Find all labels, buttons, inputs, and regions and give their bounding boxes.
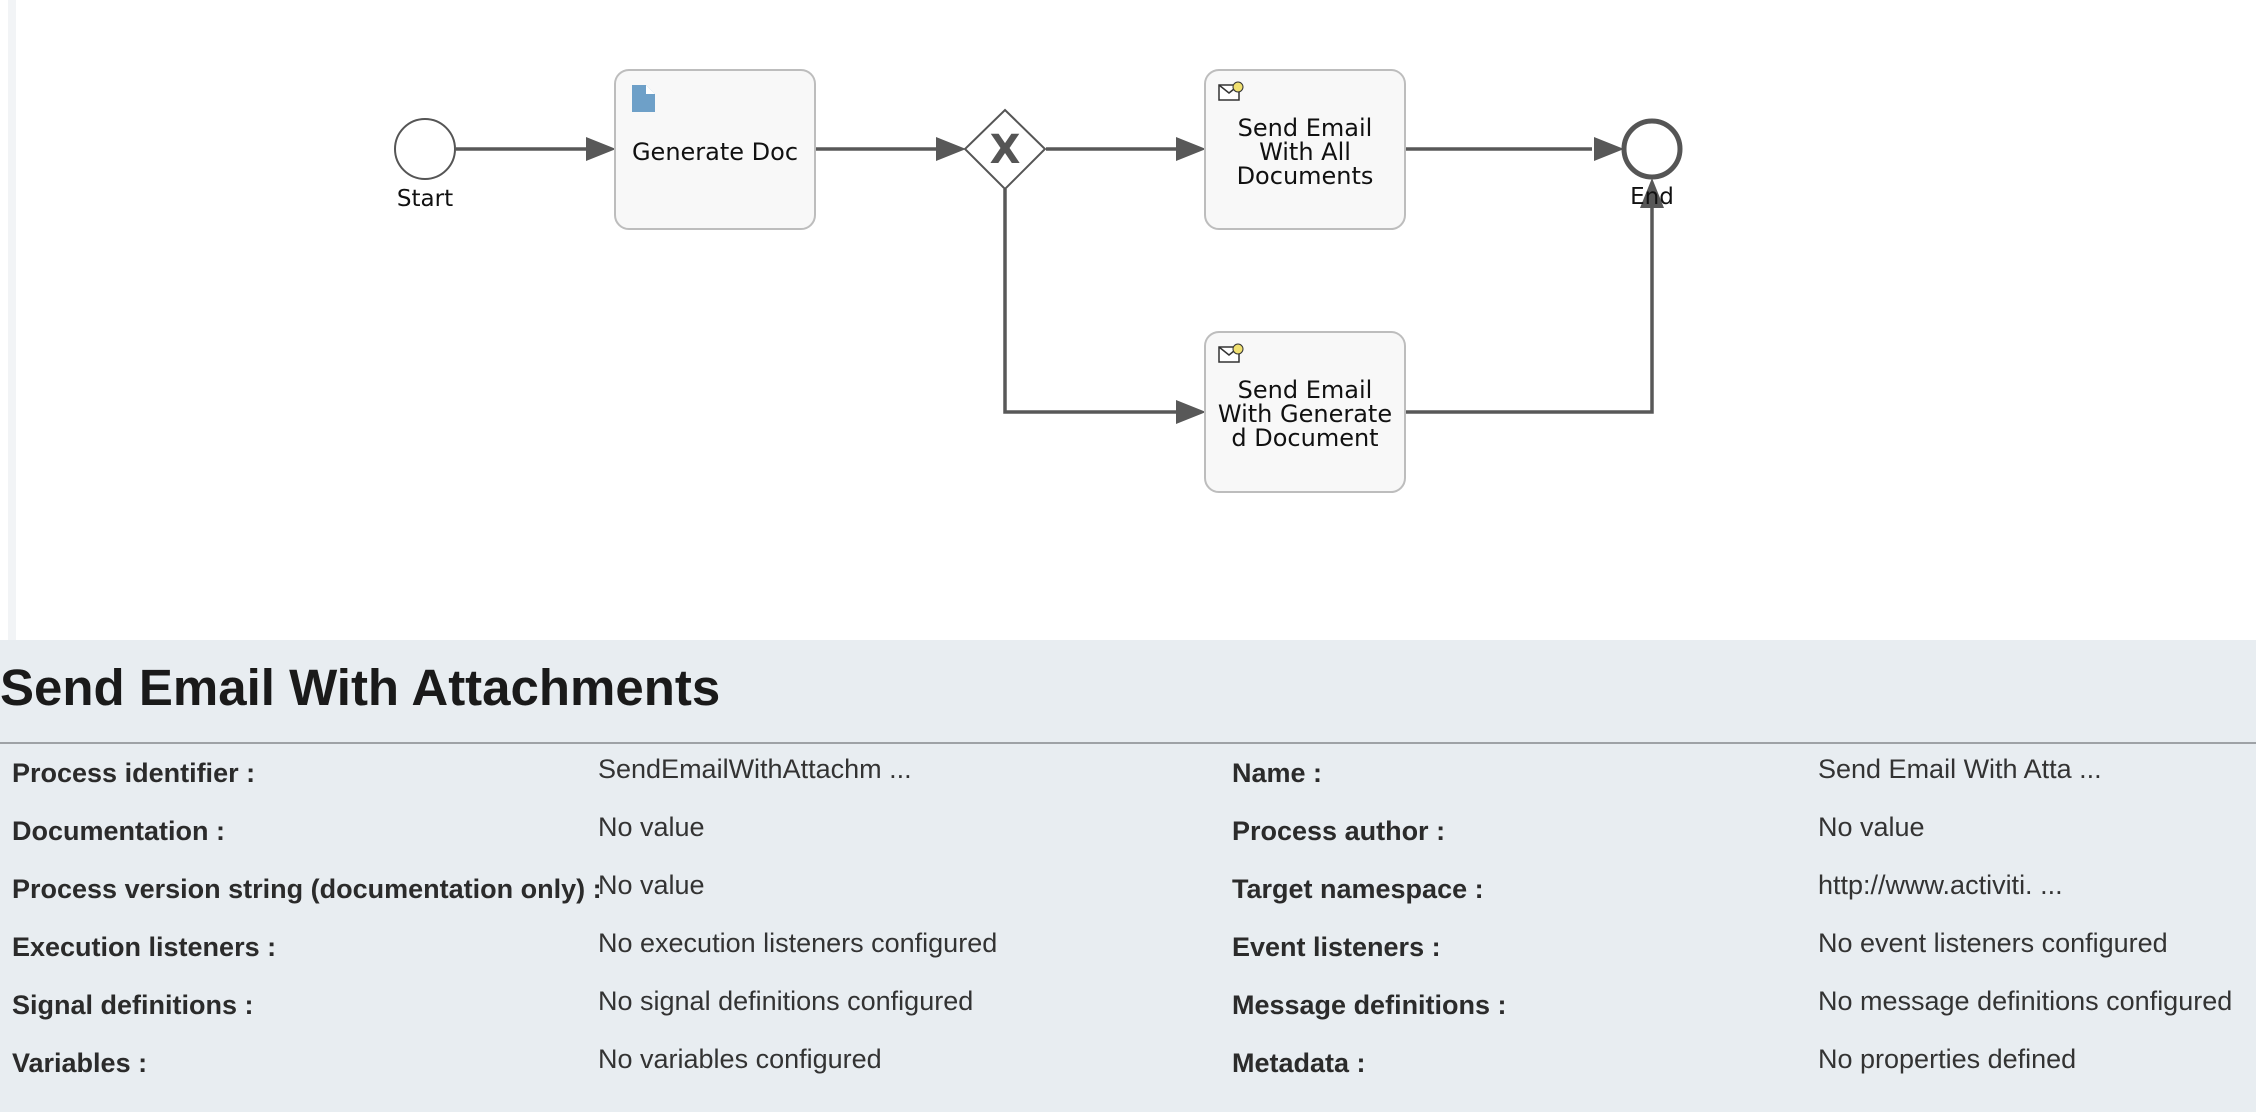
prop-value-metadata[interactable]: No properties defined bbox=[1818, 1044, 2077, 1074]
task-generate-doc[interactable]: Generate Doc bbox=[614, 69, 816, 230]
task-send-email-generated-document[interactable]: Send Email With Generate d Document bbox=[1204, 331, 1406, 493]
prop-value-target-namespace[interactable]: http://www.activiti. ... bbox=[1818, 870, 2063, 900]
flow-send-generated-to-end[interactable] bbox=[1405, 208, 1654, 414]
prop-value-process-version[interactable]: No value bbox=[598, 870, 705, 900]
exclusive-gateway[interactable]: X bbox=[963, 108, 1047, 191]
prop-label-metadata: Metadata : bbox=[1232, 1048, 1366, 1078]
process-diagram: Start Generate Doc X Send Email Wi bbox=[394, 69, 1683, 493]
task-generate-doc-label: Generate Doc bbox=[632, 138, 798, 166]
canvas-edge bbox=[8, 0, 16, 640]
arrowhead-end-top bbox=[1594, 137, 1624, 161]
arrowhead-send-generated bbox=[1176, 400, 1206, 424]
prop-value-event-listeners[interactable]: No event listeners configured bbox=[1818, 928, 2168, 958]
prop-label-process-identifier: Process identifier : bbox=[12, 758, 256, 788]
mail-task-icon bbox=[1218, 343, 1244, 363]
arrowhead-gateway bbox=[936, 137, 966, 161]
prop-value-name[interactable]: Send Email With Atta ... bbox=[1818, 754, 2102, 784]
prop-label-process-author: Process author : bbox=[1232, 816, 1446, 846]
prop-value-execution-listeners[interactable]: No execution listeners configured bbox=[598, 928, 998, 958]
prop-label-variables: Variables : bbox=[12, 1048, 148, 1078]
flow-arrowheads bbox=[586, 137, 1664, 424]
prop-label-signal-definitions: Signal definitions : bbox=[12, 990, 254, 1020]
task-send-email-all-documents[interactable]: Send Email With All Documents bbox=[1204, 69, 1406, 230]
sequence-flows bbox=[456, 147, 1654, 414]
prop-value-process-identifier[interactable]: SendEmailWithAttachm ... bbox=[598, 754, 912, 784]
start-event[interactable]: Start bbox=[394, 118, 456, 212]
task-send-generated-line-3: d Document bbox=[1231, 424, 1378, 452]
prop-value-documentation[interactable]: No value bbox=[598, 812, 705, 842]
document-icon bbox=[632, 85, 655, 112]
panel-divider bbox=[0, 742, 2256, 744]
process-canvas[interactable]: Start Generate Doc X Send Email Wi bbox=[8, 0, 2256, 640]
prop-value-signal-definitions[interactable]: No signal definitions configured bbox=[598, 986, 974, 1016]
prop-value-variables[interactable]: No variables configured bbox=[598, 1044, 882, 1074]
prop-value-message-definitions[interactable]: No message definitions configured bbox=[1818, 986, 2233, 1016]
arrowhead-generate bbox=[586, 137, 616, 161]
mail-task-icon bbox=[1218, 81, 1244, 101]
task-send-all-line-2: With All bbox=[1259, 138, 1351, 166]
end-label: End bbox=[1630, 184, 1674, 210]
arrowhead-send-all bbox=[1176, 137, 1206, 161]
prop-label-event-listeners: Event listeners : bbox=[1232, 932, 1441, 962]
prop-label-execution-listeners: Execution listeners : bbox=[12, 932, 277, 962]
task-send-generated-line-1: Send Email bbox=[1238, 376, 1373, 404]
panel-title: Send Email With Attachments bbox=[0, 659, 721, 716]
task-send-all-line-1: Send Email bbox=[1238, 114, 1373, 142]
prop-label-message-definitions: Message definitions : bbox=[1232, 990, 1507, 1020]
start-label: Start bbox=[397, 186, 453, 212]
arrowhead-end-bottom bbox=[1640, 178, 1664, 208]
prop-value-process-author[interactable]: No value bbox=[1818, 812, 1925, 842]
prop-label-target-namespace: Target namespace : bbox=[1232, 874, 1484, 904]
prop-label-name: Name : bbox=[1232, 758, 1323, 788]
prop-label-documentation: Documentation : bbox=[12, 816, 225, 846]
gateway-x-icon: X bbox=[990, 127, 1021, 173]
flow-gateway-to-send-generated[interactable] bbox=[1003, 189, 1180, 414]
end-event[interactable]: End bbox=[1621, 118, 1683, 210]
task-send-generated-line-2: With Generate bbox=[1218, 400, 1392, 428]
properties-panel: Send Email With Attachments Process iden… bbox=[0, 640, 2256, 1112]
prop-label-process-version: Process version string (documentation on… bbox=[12, 874, 602, 904]
task-send-all-line-3: Documents bbox=[1237, 162, 1374, 190]
